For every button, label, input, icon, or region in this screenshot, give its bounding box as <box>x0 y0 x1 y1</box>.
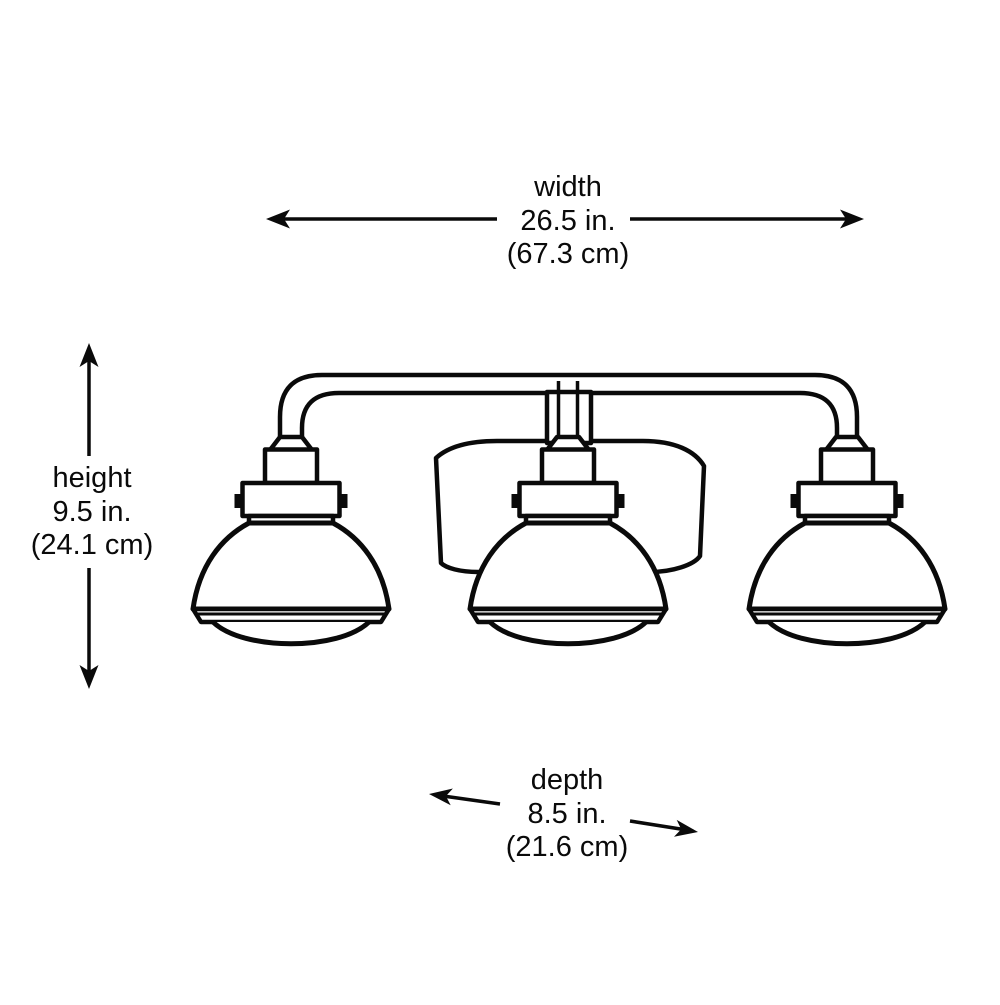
depth-value-inches: 8.5 in. <box>528 798 607 830</box>
depth-arrowhead-left <box>429 788 453 806</box>
width-arrowhead-right <box>840 209 864 229</box>
fixture-drawing <box>193 372 945 644</box>
width-label: width <box>533 171 602 203</box>
height-value-inches: 9.5 in. <box>53 496 132 528</box>
depth-value-metric: (21.6 cm) <box>506 831 628 863</box>
width-arrowhead-left <box>266 209 290 229</box>
height-value-metric: (24.1 cm) <box>31 529 153 561</box>
width-value-metric: (67.3 cm) <box>507 238 629 270</box>
depth-dimension: depth 8.5 in. (21.6 cm) <box>429 764 698 863</box>
depth-arrowhead-right <box>674 819 698 837</box>
height-arrowhead-top <box>79 343 99 367</box>
depth-label: depth <box>531 764 604 796</box>
lamp-right <box>749 437 945 644</box>
height-label: height <box>52 462 131 494</box>
lamp-left <box>193 437 389 644</box>
width-value-inches: 26.5 in. <box>520 205 615 237</box>
width-dimension: width 26.5 in. (67.3 cm) <box>266 171 864 270</box>
height-arrowhead-bottom <box>79 665 99 689</box>
height-dimension: height 9.5 in. (24.1 cm) <box>31 343 153 689</box>
depth-arrow-line-left <box>435 793 501 806</box>
